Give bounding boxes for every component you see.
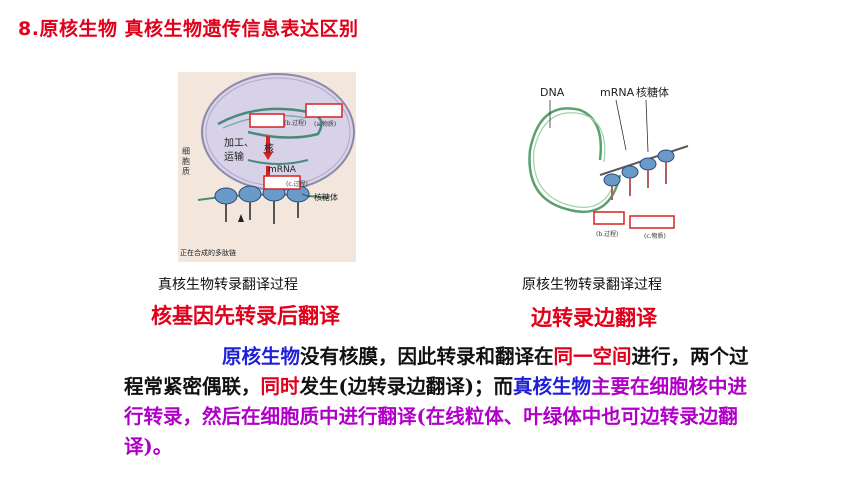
para-segment-7: 而 (493, 375, 513, 398)
eukaryote-diagram: 细胞质 加工、 运输 核 mRNA 核糖体 正在合成的多肽链 (a.物质) (b… (178, 72, 356, 262)
eukaryote-term: 真核生物 (513, 375, 592, 398)
mrna-label-right: mRNA (600, 86, 635, 99)
ribosome-label: 核糖体 (314, 192, 338, 202)
svg-text:运输: 运输 (224, 150, 244, 163)
dna-strand (217, 107, 323, 139)
para-segment-4: 进行，两个过程常紧密偶联， (124, 345, 749, 398)
simultaneous-term: 同时 (260, 375, 300, 398)
para-segment-6: 发生(边转录边翻译)； (299, 375, 494, 398)
ribosome-row (214, 184, 310, 224)
polypeptide-label: 正在合成的多肽链 (180, 248, 236, 257)
eukaryote-caption: 真核生物转录翻译过程 (158, 277, 298, 293)
blank-c-label-right: (c.物质) (644, 232, 666, 240)
dna-loop (528, 107, 622, 213)
prokaryote-term: 原核生物 (222, 345, 301, 368)
explanation-paragraph: 原核生物没有核膜，因此转录和翻译在同一空间进行，两个过程常紧密偶联，同时发生(边… (124, 342, 764, 462)
prokaryote-diagram: DNA mRNA 核糖体 (b.过程) (c.物质) (520, 80, 698, 245)
blank-c-label: (c.过程) (286, 180, 308, 188)
blank-b-label-right: (b.过程) (596, 230, 618, 238)
eukaryote-summary: 核基因先转录后翻译 (151, 304, 340, 328)
dna-label: DNA (540, 86, 565, 99)
prokaryote-caption: 原核生物转录翻译过程 (522, 277, 662, 293)
process-label: 加工、 (224, 137, 254, 149)
para-segment-2: 没有核膜，因此转录和翻译在 (300, 345, 554, 368)
ribosome-label-right: 核糖体 (636, 85, 669, 99)
nucleus-label: 核 (264, 142, 274, 155)
svg-text:细胞质: 细胞质 (182, 146, 190, 176)
slide-title: 8.原核生物 真核生物遗传信息表达区别 (18, 18, 359, 40)
same-space-term: 同一空间 (553, 345, 632, 368)
para-segment-9: 主要在细胞核中进行转录，然后在细胞质中进行翻译(在线粒体、叶绿体中也可边转录边翻… (124, 375, 748, 458)
mrna-label: mRNA (268, 165, 297, 175)
blank-a-label: (a.物质) (314, 120, 336, 128)
blank-b-label: (b.过程) (284, 119, 306, 127)
prokaryote-summary: 边转录边翻译 (531, 306, 657, 330)
